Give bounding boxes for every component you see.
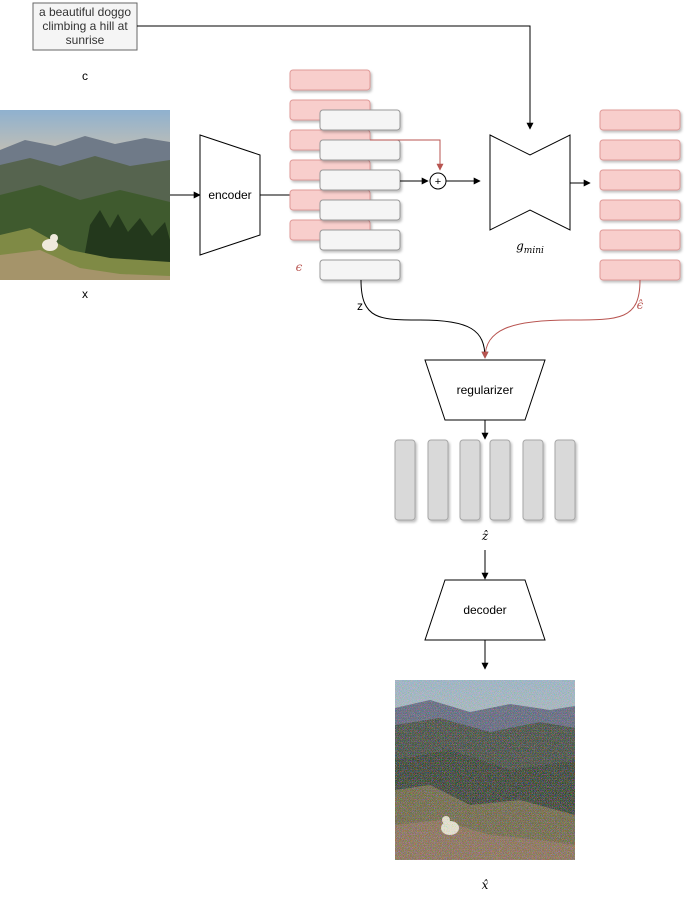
- regularizer-label: regularizer: [457, 383, 514, 397]
- noise-token: [289, 69, 371, 91]
- latent-bar: [459, 439, 481, 521]
- prediction-to-regularizer-arrow: [481, 279, 641, 359]
- latent-to-regularizer-arrow: [360, 279, 489, 359]
- prompt-box: a beautiful doggo climbing a hill at sun…: [32, 2, 138, 51]
- encoder-label: encoder: [208, 188, 251, 202]
- prompt-line-2: climbing a hill at: [42, 19, 128, 33]
- prompt-line-1: a beautiful doggo: [39, 5, 131, 19]
- noise-to-plus-arrow: [370, 139, 444, 171]
- regularizer-block: regularizer: [424, 359, 546, 421]
- prompt-label: c: [82, 69, 88, 83]
- prompt-arrow: [137, 25, 534, 130]
- latent-bar: [489, 439, 511, 521]
- decoder-label: decoder: [463, 603, 506, 617]
- regularized-latent: [394, 439, 576, 521]
- predicted-noise-token: [599, 229, 681, 251]
- plus-symbol: +: [435, 176, 441, 188]
- encoder-block: encoder: [199, 134, 261, 256]
- latent-token: [319, 169, 401, 191]
- latent-bar: [427, 439, 449, 521]
- predicted-noise-token: [599, 109, 681, 131]
- latent-stack: [319, 109, 401, 281]
- latent-token: [319, 199, 401, 221]
- model-label: gmini: [516, 239, 544, 256]
- regularized-latent-label: ẑ: [481, 529, 489, 543]
- output-label: x̂: [482, 878, 489, 892]
- input-label: x: [82, 287, 88, 301]
- prompt-line-3: sunrise: [66, 33, 105, 47]
- predicted-noise-label: ϵ̂: [637, 298, 644, 312]
- latent-bar: [554, 439, 576, 521]
- predicted-noise-token: [599, 139, 681, 161]
- predicted-noise-stack: [599, 109, 681, 281]
- add-operator: +: [429, 172, 447, 190]
- latent-label: z: [357, 299, 363, 313]
- latent-bar: [522, 439, 544, 521]
- latent-token: [319, 229, 401, 251]
- noise-label: ϵ: [296, 260, 303, 274]
- latent-token: [319, 259, 401, 281]
- predicted-noise-token: [599, 199, 681, 221]
- output-image: [395, 680, 575, 860]
- predicted-noise-token: [599, 259, 681, 281]
- decoder-block: decoder: [424, 579, 546, 641]
- latent-token: [319, 109, 401, 131]
- input-image: [0, 110, 170, 280]
- predicted-noise-token: [599, 169, 681, 191]
- latent-token: [319, 139, 401, 161]
- latent-bar: [394, 439, 416, 521]
- model-block: [489, 134, 571, 231]
